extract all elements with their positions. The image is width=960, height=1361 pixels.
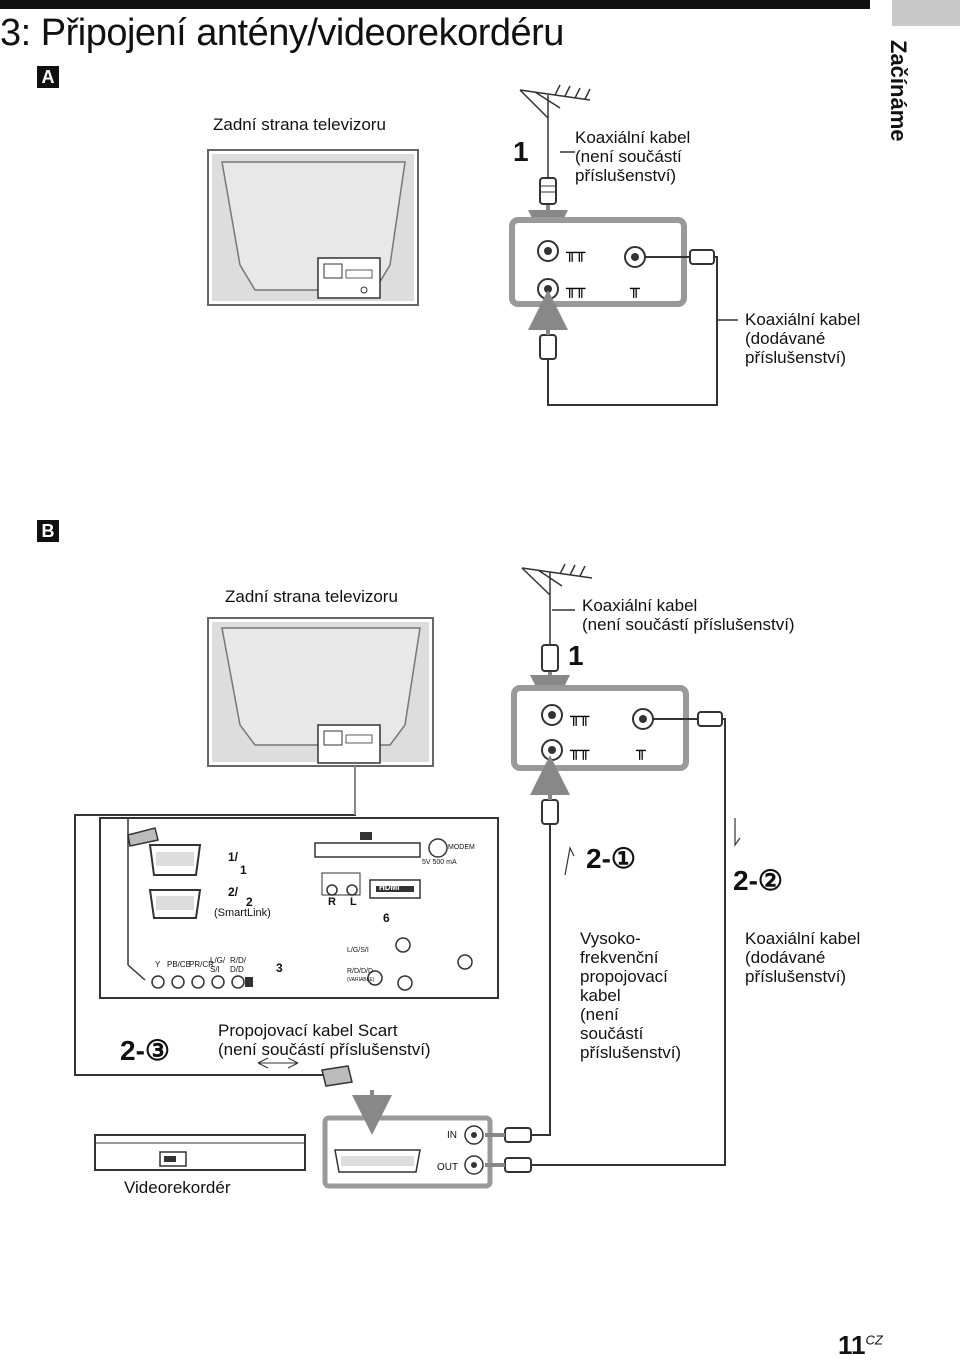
step-2-3-label: 2-③ <box>120 1035 170 1066</box>
tv-connector-panel <box>99 817 499 999</box>
page-title: 3: Připojení antény/videorekordéru <box>0 12 564 54</box>
step-2-1-label: 2-① <box>586 843 636 874</box>
antenna-a-icon <box>519 84 591 178</box>
hdmi-label: HDMI <box>379 883 400 892</box>
side-tab-label: Začínáme <box>886 40 911 142</box>
av6-label: 6 <box>383 911 390 925</box>
antenna-jack-panel-b: ╥╥ ╥╥ ╥ <box>511 685 689 771</box>
svg-text:╥╥: ╥╥ <box>565 279 586 298</box>
rf-cable-label: Vysoko- frekvenční propojovací kabel (ne… <box>580 929 682 1062</box>
av3-label: 3 <box>276 961 283 975</box>
svg-text:╥╥: ╥╥ <box>569 707 590 726</box>
vcr-device <box>94 1134 306 1171</box>
corner-tab <box>892 0 960 26</box>
step-1-label-b: 1 <box>568 640 584 671</box>
tv-back-label-b: Zadní strana televizoru <box>225 587 398 606</box>
coax-supplied-label-b: Koaxiální kabel (dodávané příslušenství) <box>745 929 861 986</box>
svg-text:╥╥: ╥╥ <box>565 243 586 262</box>
cable-not-supplied-label-b: Koaxiální kabel (není součástí příslušen… <box>582 596 795 634</box>
lgsi-label: L/G/S/I <box>347 947 369 954</box>
tv-back-label-a: Zadní strana televizoru <box>213 115 386 134</box>
av2-label: 2/ <box>228 885 239 899</box>
section-b-badge: B <box>37 520 59 542</box>
svg-text:╥╥: ╥╥ <box>569 741 590 760</box>
av1b-label: 1 <box>240 863 247 877</box>
tv-back-a <box>207 149 419 306</box>
page-number-value: 11 <box>838 1330 866 1360</box>
section-side-tab: Začínáme <box>885 40 925 160</box>
section-a-badge: A <box>37 66 59 88</box>
antenna-b-icon <box>521 563 593 645</box>
svg-text:╥: ╥ <box>629 279 640 298</box>
vcr-out-label: OUT <box>437 1162 459 1173</box>
audio-rd-label: R/D/ D/D <box>230 956 246 974</box>
scart-cable-label: Propojovací kabel Scart (není součástí p… <box>218 1021 431 1059</box>
component-pr-label: PR/CR <box>189 960 214 969</box>
step-1-label-a: 1 <box>513 136 529 167</box>
page-number-suffix: CZ <box>865 1332 883 1348</box>
page-number: 11CZ <box>838 1330 883 1361</box>
audio-r-label: R <box>328 896 336 908</box>
av2b-label: 2 <box>246 895 253 909</box>
rddd-label: R/D/D/D <box>347 968 374 975</box>
header-rule <box>0 0 870 9</box>
tv-back-b <box>207 617 434 767</box>
cable-not-supplied-label-a: Koaxiální kabel (není součástí příslušen… <box>575 128 691 185</box>
cable-supplied-label-a: Koaxiální kabel (dodávané příslušenství) <box>745 310 861 367</box>
audio-l-label: L <box>350 896 357 908</box>
vcr-label: Videorekordér <box>124 1178 231 1197</box>
component-y-label: Y <box>155 960 161 969</box>
power-label: 5V 500 mA <box>422 859 457 866</box>
smartlink-label: (SmartLink) <box>214 907 271 919</box>
audio-lg-label: L/G/ S/I <box>210 956 226 974</box>
svg-text:╥: ╥ <box>635 741 646 760</box>
vcr-rear-panel <box>322 1115 493 1189</box>
antenna-jack-panel-a: ╥╥ ╥╥ ╥ <box>509 217 687 307</box>
variable-label: (VARIABLE) <box>347 977 375 983</box>
av1-label: 1/ <box>228 850 239 864</box>
step-2-2-label: 2-② <box>733 865 783 896</box>
vcr-in-label: IN <box>447 1130 457 1141</box>
modem-label: MODEM <box>448 844 475 851</box>
component-pb-label: PB/CB <box>167 960 192 969</box>
